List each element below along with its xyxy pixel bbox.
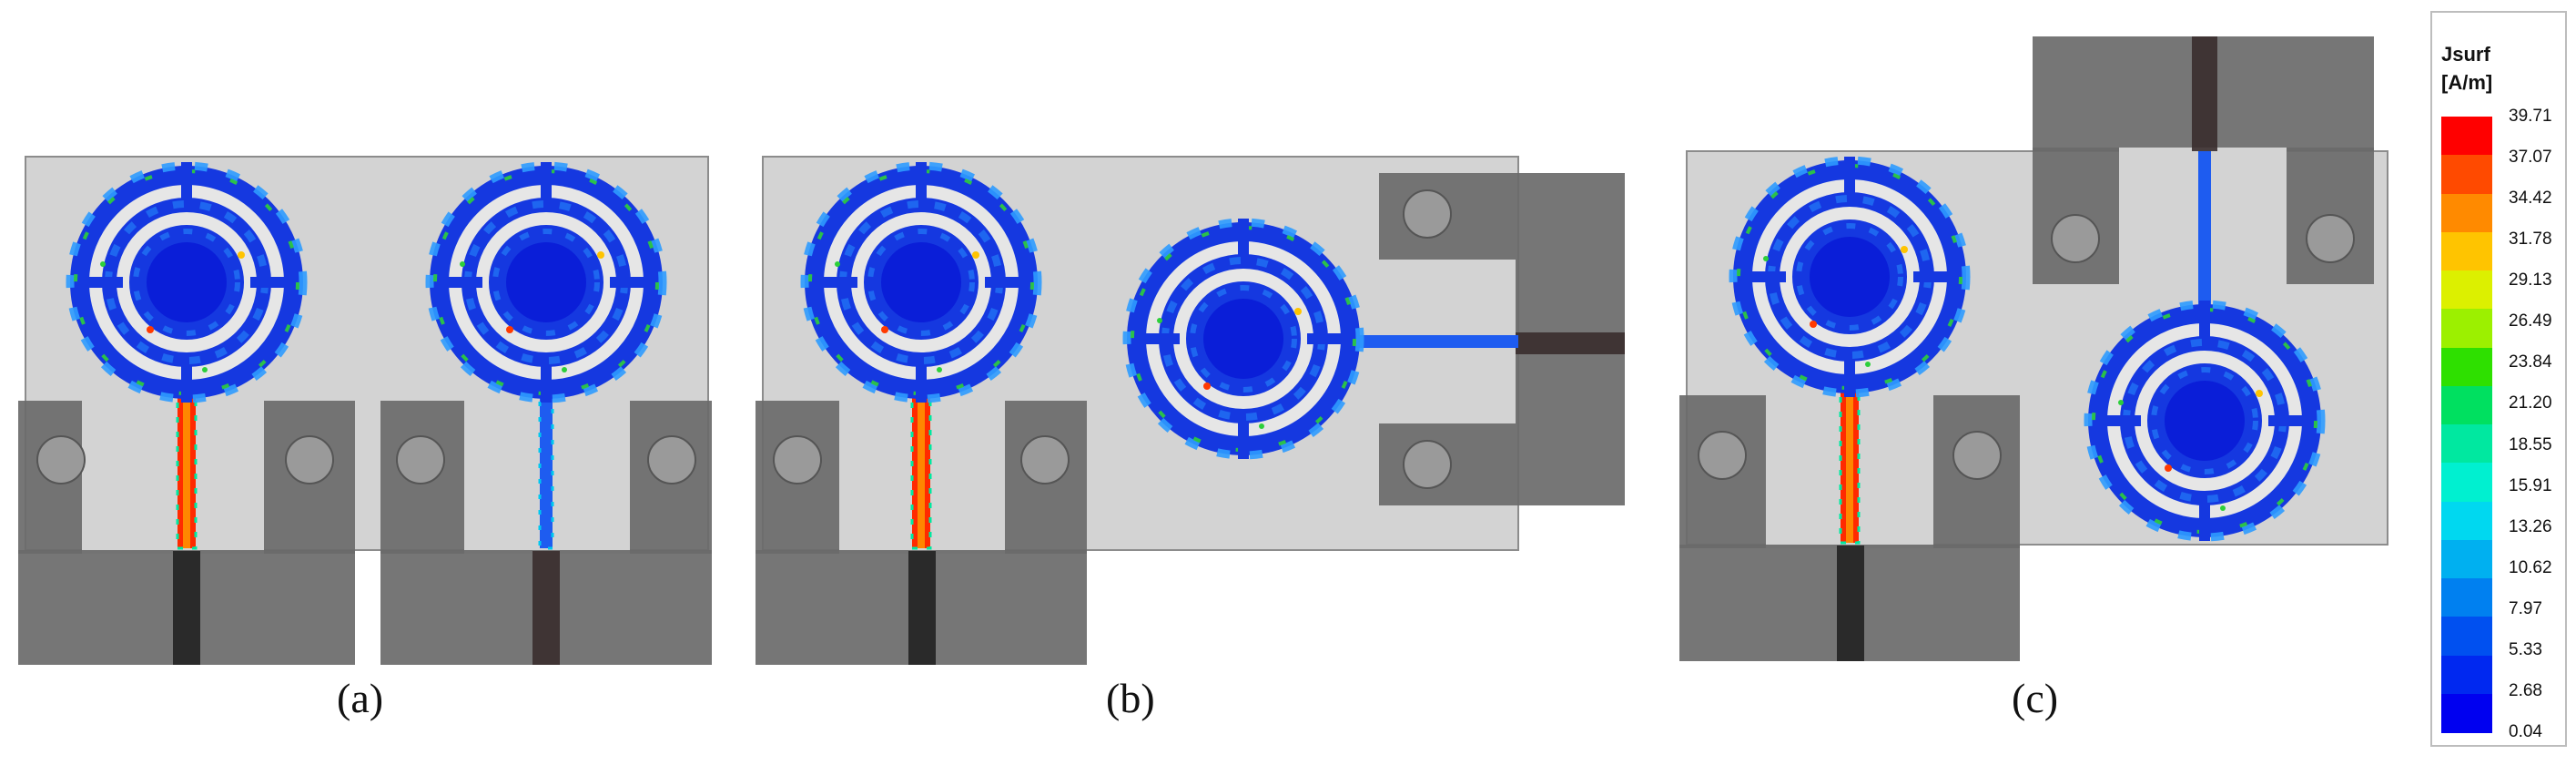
legend-tick-label: 26.49 xyxy=(2509,311,2552,332)
legend-swatch xyxy=(2441,424,2492,464)
panel-label-c: (c) xyxy=(2012,675,2059,721)
legend-tick-label: 39.71 xyxy=(2509,107,2552,126)
panel-label-b: (b) xyxy=(1106,675,1155,721)
color-legend: Jsurf [A/m] 39.71 37.07 34.42 31.78 29.13 26.… xyxy=(2430,11,2567,747)
legend-unit: [A/m] xyxy=(2441,71,2493,94)
legend-tick-label: 10.62 xyxy=(2509,557,2552,577)
legend-tick-label: 37.07 xyxy=(2509,148,2552,168)
legend-swatch xyxy=(2441,693,2492,733)
legend-tick-label: 29.13 xyxy=(2509,270,2552,291)
legend-tick-label: 2.68 xyxy=(2509,680,2542,700)
legend-swatch xyxy=(2441,309,2492,349)
panel-a xyxy=(18,156,712,665)
legend-swatch xyxy=(2441,463,2492,503)
panel-c xyxy=(1679,36,2388,661)
legend-tick-label: 15.91 xyxy=(2509,475,2552,495)
legend-tick-label: 5.33 xyxy=(2509,639,2542,659)
legend-tick-label: 21.20 xyxy=(2509,393,2552,413)
legend-swatch xyxy=(2441,347,2492,387)
panel-label-a: (a) xyxy=(337,675,384,721)
legend-tick-label: 13.26 xyxy=(2509,516,2552,536)
legend-swatch xyxy=(2441,501,2492,541)
legend-swatch xyxy=(2441,193,2492,233)
legend-title: Jsurf xyxy=(2441,43,2490,66)
legend-swatch xyxy=(2441,385,2492,425)
legend-color-bar: 39.71 37.07 34.42 31.78 29.13 26.49 23.84 21.20… xyxy=(2441,107,2552,741)
feed-line-b-right xyxy=(1345,335,1518,348)
legend-tick-label: 18.55 xyxy=(2509,434,2552,454)
legend-swatch xyxy=(2441,578,2492,617)
legend-tick-label: 31.78 xyxy=(2509,230,2552,250)
panel-b xyxy=(756,156,1625,665)
legend-swatch xyxy=(2441,617,2492,657)
legend-tick-label: 7.97 xyxy=(2509,598,2542,618)
legend-tick-label: 23.84 xyxy=(2509,352,2552,372)
legend-swatch xyxy=(2441,539,2492,579)
legend-tick-label: 34.42 xyxy=(2509,189,2552,209)
legend-swatch xyxy=(2441,655,2492,695)
connector-a-right xyxy=(380,401,712,665)
legend-tick-label: 0.04 xyxy=(2509,722,2542,741)
feed-line-c-top xyxy=(2198,151,2211,306)
legend-swatch xyxy=(2441,231,2492,271)
legend-swatch xyxy=(2441,270,2492,310)
legend-swatch xyxy=(2441,117,2492,156)
legend-swatch xyxy=(2441,155,2492,195)
